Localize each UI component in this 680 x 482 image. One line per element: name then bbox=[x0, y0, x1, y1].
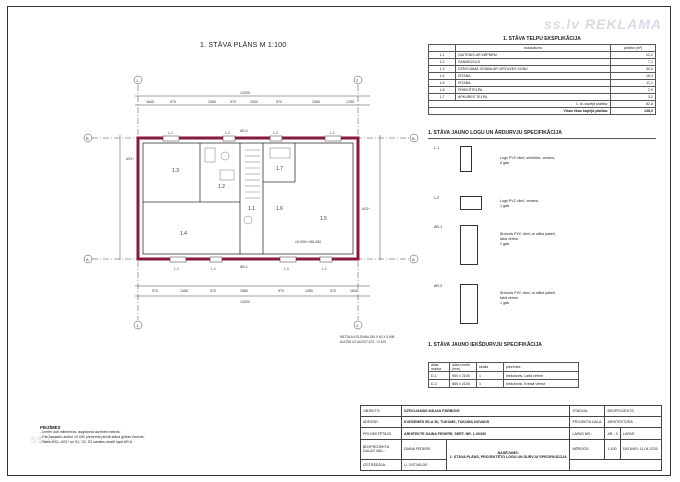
window-spec-title: 1. STĀVA JAUNO LOGU UN ĀRDURVJU SPECIFIK… bbox=[428, 130, 562, 136]
table-row: 1. st. kopējā platība:82,8 bbox=[428, 100, 656, 108]
sheet-frame bbox=[7, 6, 671, 476]
spec-mark-l1: L-1 bbox=[434, 146, 440, 150]
notes: PIEZĪMES - Izmēri doti milimetros, augst… bbox=[40, 425, 145, 444]
watermark: ss.lv REKLAMA bbox=[543, 16, 662, 32]
table-row: Visas ēkas kopējā platība:148,0 bbox=[428, 107, 656, 115]
room-table-header-name: nosaukums bbox=[455, 44, 611, 52]
title-block: OBJEKTS: DZĪVOJAMĀS MĀJAS PĀRBŪVE STADIJ… bbox=[360, 404, 663, 472]
svg-text:L-1: L-1 bbox=[284, 267, 289, 271]
window-l1-drawing bbox=[460, 146, 472, 172]
svg-text:L-1: L-1 bbox=[168, 131, 173, 135]
svg-text:A: A bbox=[86, 257, 89, 262]
svg-text:AR-1: AR-1 bbox=[240, 265, 248, 269]
svg-text:970: 970 bbox=[152, 289, 158, 293]
watermark-bottom: ss.lv bbox=[30, 432, 57, 446]
svg-text:B: B bbox=[86, 136, 89, 141]
plan-title: 1. STĀVA PLĀNS M 1:100 bbox=[200, 42, 287, 49]
svg-text:970: 970 bbox=[278, 289, 284, 293]
svg-text:L-1: L-1 bbox=[330, 131, 335, 135]
svg-text:AS1*: AS1* bbox=[362, 207, 370, 211]
spec-mark-ar2: AR-2 bbox=[434, 284, 443, 288]
svg-text:2300: 2300 bbox=[250, 100, 258, 104]
svg-text:L-2: L-2 bbox=[225, 131, 230, 135]
svg-text:A: A bbox=[412, 257, 415, 262]
svg-text:3380: 3380 bbox=[240, 289, 248, 293]
svg-text:1645: 1645 bbox=[146, 100, 154, 104]
svg-text:970: 970 bbox=[170, 100, 176, 104]
door-ar1-drawing bbox=[460, 225, 478, 265]
svg-text:1: 1 bbox=[136, 78, 139, 83]
svg-text:1.2: 1.2 bbox=[218, 184, 225, 190]
svg-text:1450: 1450 bbox=[180, 289, 188, 293]
svg-text:13200: 13200 bbox=[240, 300, 250, 304]
svg-text:3380: 3380 bbox=[312, 100, 320, 104]
room-table-header-area: platība (m²) bbox=[610, 44, 656, 52]
svg-text:13200: 13200 bbox=[240, 91, 250, 95]
svg-text:1840: 1840 bbox=[350, 289, 358, 293]
svg-text:1.1: 1.1 bbox=[248, 206, 255, 212]
spec-text-l2: Logs PVC rāmī, verams.1 gab. bbox=[500, 199, 540, 208]
svg-text:L-2: L-2 bbox=[273, 131, 278, 135]
room-explication-table: 1. STĀVA TELPU EKSPLIKĀCIJA nosaukums pl… bbox=[428, 36, 656, 115]
svg-text:970: 970 bbox=[276, 100, 282, 104]
door-ar2-drawing bbox=[460, 284, 478, 324]
svg-text:1.4: 1.4 bbox=[180, 231, 187, 237]
door-spec-table: ailas marka ailas izmēri (mm) skaits pie… bbox=[428, 362, 579, 388]
svg-text:970: 970 bbox=[330, 289, 336, 293]
svg-text:±0.000=+66.450: ±0.000=+66.450 bbox=[295, 240, 321, 244]
svg-text:3380: 3380 bbox=[208, 100, 216, 104]
floor-plan: 13200 1645 970 3380 970 2300 970 3380 1765 9… bbox=[80, 75, 419, 344]
svg-text:2: 2 bbox=[356, 323, 359, 328]
svg-text:1.6: 1.6 bbox=[276, 206, 283, 212]
svg-text:AR-2: AR-2 bbox=[240, 129, 248, 133]
svg-text:AUGŠĀ UZ AUGST.ATZ. +2.425: AUGŠĀ UZ AUGST.ATZ. +2.425 bbox=[340, 339, 386, 344]
svg-text:1450: 1450 bbox=[305, 289, 313, 293]
door-spec-title: 1. STĀVA JAUNO IEKŠDURVJU SPECIFIKĀCIJA bbox=[428, 342, 542, 348]
spec-text-l1: Logs PVC rāmī, selektīvs, verams,6 gab. bbox=[500, 156, 556, 165]
window-l2-drawing bbox=[460, 196, 482, 210]
svg-text:970: 970 bbox=[230, 100, 236, 104]
svg-text:1.5: 1.5 bbox=[320, 216, 327, 222]
svg-text:L-1: L-1 bbox=[211, 267, 216, 271]
svg-text:METĀLA KOLONNA 180 X 60 X 5 MM: METĀLA KOLONNA 180 X 60 X 5 MM bbox=[340, 335, 395, 339]
svg-text:L-1: L-1 bbox=[174, 267, 179, 271]
svg-text:AS1*: AS1* bbox=[126, 157, 134, 161]
spec-text-ar2: Ārdurvis PVC rāmī, ar stikla paketi, tab… bbox=[500, 291, 556, 305]
svg-text:2: 2 bbox=[356, 78, 359, 83]
room-table-title: 1. STĀVA TELPU EKSPLIKĀCIJA bbox=[503, 36, 581, 42]
svg-text:970: 970 bbox=[210, 289, 216, 293]
spec-mark-l2: L-2 bbox=[434, 196, 440, 200]
svg-text:1: 1 bbox=[136, 323, 139, 328]
notes-title: PIEZĪMES bbox=[40, 425, 61, 430]
svg-text:B: B bbox=[412, 136, 415, 141]
spec-mark-ar1: AR-1 bbox=[434, 225, 443, 229]
svg-text:L-1: L-1 bbox=[322, 267, 327, 271]
svg-text:1765: 1765 bbox=[346, 100, 354, 104]
svg-text:1.7: 1.7 bbox=[276, 166, 283, 172]
spec-text-ar1: Ārdurvis PVC rāmī, ar stikla paketi, tab… bbox=[500, 232, 556, 246]
svg-text:1.3: 1.3 bbox=[172, 168, 179, 174]
